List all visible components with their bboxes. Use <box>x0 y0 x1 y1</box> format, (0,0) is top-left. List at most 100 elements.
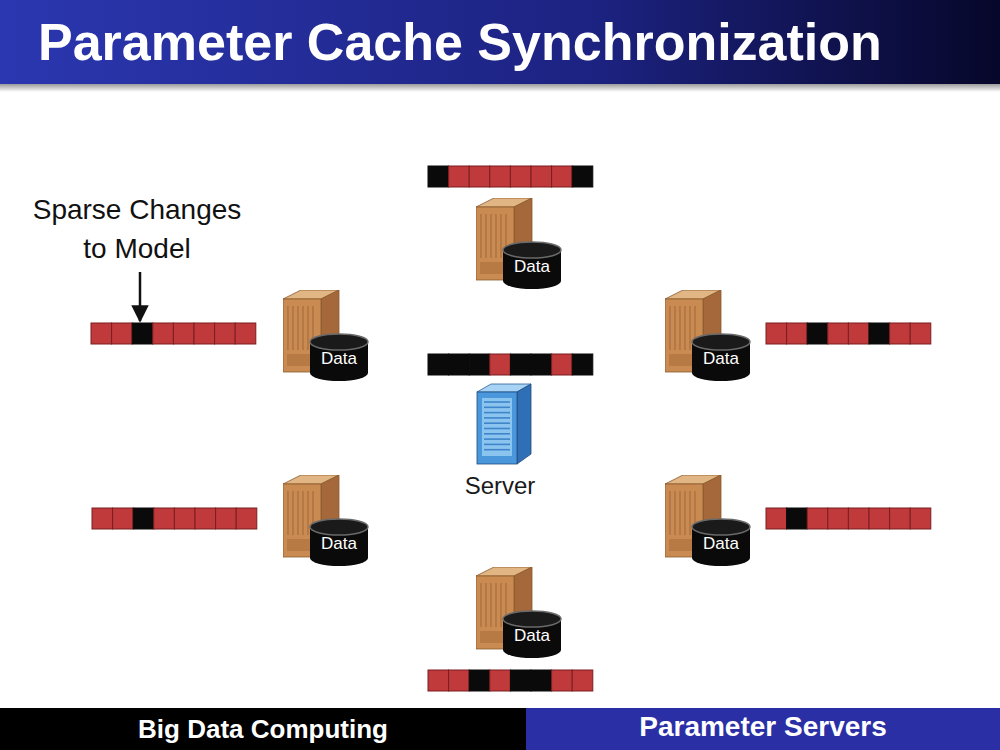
slide-title: Parameter Cache Synchronization <box>38 10 882 74</box>
vector-cell <box>510 166 531 187</box>
parameter-vector <box>766 508 931 529</box>
vector-cell <box>910 323 931 344</box>
vector-cell <box>449 166 470 187</box>
vector-cell <box>235 323 256 344</box>
vector-cell <box>828 323 849 344</box>
footer-course: Big Data Computing <box>0 708 526 750</box>
vector-cell <box>174 508 195 529</box>
vector-cell <box>552 670 573 691</box>
vector-cell <box>428 166 449 187</box>
data-label: Data <box>310 349 368 369</box>
vector-cell <box>572 166 593 187</box>
vector-cell <box>215 323 236 344</box>
vector-cell <box>531 670 552 691</box>
vector-cell <box>194 323 215 344</box>
data-cylinder <box>310 519 368 566</box>
vector-cell <box>91 323 112 344</box>
vector-cell <box>828 508 849 529</box>
parameter-vector <box>428 166 593 187</box>
vector-cell <box>869 508 890 529</box>
vector-cell <box>890 323 911 344</box>
vector-cell <box>132 323 153 344</box>
data-cylinder <box>503 242 561 289</box>
footer-topic: Parameter Servers <box>526 706 1000 748</box>
vector-cell <box>787 508 808 529</box>
worker-node: Data <box>283 475 378 567</box>
vector-cell <box>153 323 174 344</box>
parameter-vector <box>766 323 931 344</box>
vector-cell <box>112 323 133 344</box>
vector-cell <box>428 670 449 691</box>
vector-cell <box>531 166 552 187</box>
vector-cell <box>216 508 237 529</box>
vector-cell <box>490 166 511 187</box>
vector-cell <box>469 166 490 187</box>
title-bar <box>0 0 1000 84</box>
vector-cell <box>173 323 194 344</box>
worker-node: Data <box>665 475 760 567</box>
worker-drawing <box>283 290 378 382</box>
data-label: Data <box>503 257 561 277</box>
worker-node: Data <box>283 290 378 382</box>
leader-arrow <box>139 272 142 321</box>
vector-cell <box>469 354 490 375</box>
data-cylinder <box>692 334 750 381</box>
parameter-vector <box>428 670 593 691</box>
vector-cell <box>133 508 154 529</box>
data-label: Data <box>310 534 368 554</box>
data-label: Data <box>503 626 561 646</box>
worker-node: Data <box>476 198 571 290</box>
footer-left-bar <box>0 708 526 750</box>
vector-cell <box>449 670 470 691</box>
data-cylinder <box>310 334 368 381</box>
vector-cell <box>787 323 808 344</box>
parameter-vector <box>428 354 593 375</box>
vector-cell <box>766 508 787 529</box>
worker-drawing <box>665 290 760 382</box>
vector-cell <box>195 508 216 529</box>
worker-drawing <box>476 198 571 290</box>
vector-cell <box>449 354 470 375</box>
worker-drawing <box>665 475 760 567</box>
server-icon <box>477 384 531 464</box>
vector-cell <box>572 354 593 375</box>
worker-drawing <box>283 475 378 567</box>
vector-cell <box>890 508 911 529</box>
vector-cell <box>910 508 931 529</box>
data-cylinder <box>692 519 750 566</box>
parameter-vectors <box>91 166 931 691</box>
server-label: Server <box>453 472 547 500</box>
worker-node: Data <box>665 290 760 382</box>
vector-cell <box>807 508 828 529</box>
title-shadow <box>0 84 1000 92</box>
vector-cell <box>807 323 828 344</box>
vector-cell <box>510 354 531 375</box>
vector-cell <box>848 323 869 344</box>
server-node: Server <box>453 382 547 502</box>
callout-label: Sparse Changes to Model <box>28 190 246 268</box>
data-cylinder <box>503 611 561 658</box>
vector-cell <box>154 508 175 529</box>
vector-cell <box>552 354 573 375</box>
worker-node: Data <box>476 567 571 659</box>
vector-cell <box>113 508 134 529</box>
vector-cell <box>510 670 531 691</box>
vector-cell <box>490 354 511 375</box>
vector-cell <box>236 508 257 529</box>
vector-cell <box>92 508 113 529</box>
vector-cell <box>552 166 573 187</box>
vector-cell <box>572 670 593 691</box>
vector-cell <box>848 508 869 529</box>
data-label: Data <box>692 534 750 554</box>
worker-drawing <box>476 567 571 659</box>
vector-cell <box>531 354 552 375</box>
parameter-vector <box>92 508 257 529</box>
server-drawing <box>453 382 547 468</box>
vector-cell <box>869 323 890 344</box>
vector-cell <box>428 354 449 375</box>
vector-cell <box>469 670 490 691</box>
vector-cell <box>766 323 787 344</box>
parameter-vector <box>91 323 256 344</box>
data-label: Data <box>692 349 750 369</box>
vector-cell <box>490 670 511 691</box>
